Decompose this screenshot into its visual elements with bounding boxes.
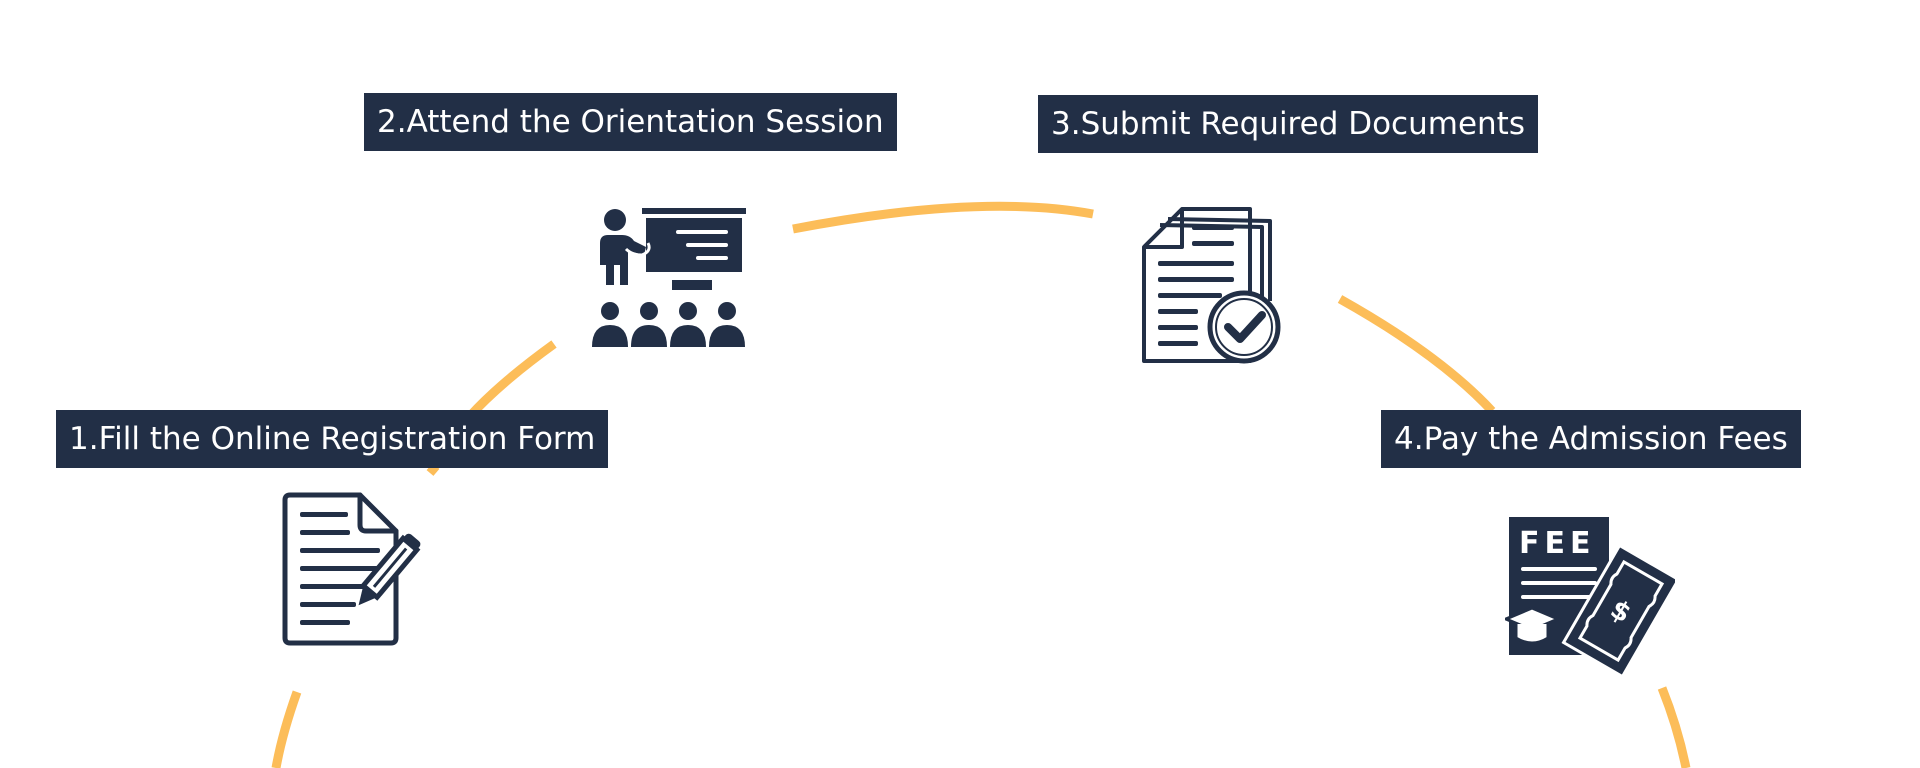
arc-segment-upper-right	[1337, 295, 1496, 415]
step-3-label: 3.Submit Required Documents	[1038, 95, 1538, 153]
arc-segment-lower-left	[271, 690, 302, 768]
fee-payment-icon: FEE $	[1505, 517, 1675, 675]
fee-icon-text: FEE	[1519, 526, 1595, 561]
orientation-presentation-icon	[592, 208, 746, 347]
step-4-label: 4.Pay the Admission Fees	[1381, 410, 1801, 468]
step-2-label: 2.Attend the Orientation Session	[364, 93, 897, 151]
arc-segment-lower-right	[1657, 686, 1691, 768]
arc-segment-top	[792, 201, 1094, 234]
documents-check-icon	[1142, 207, 1281, 364]
step-1-label: 1.Fill the Online Registration Form	[56, 410, 609, 468]
arc-segment-upper-left	[466, 340, 557, 420]
registration-form-icon	[282, 492, 421, 646]
